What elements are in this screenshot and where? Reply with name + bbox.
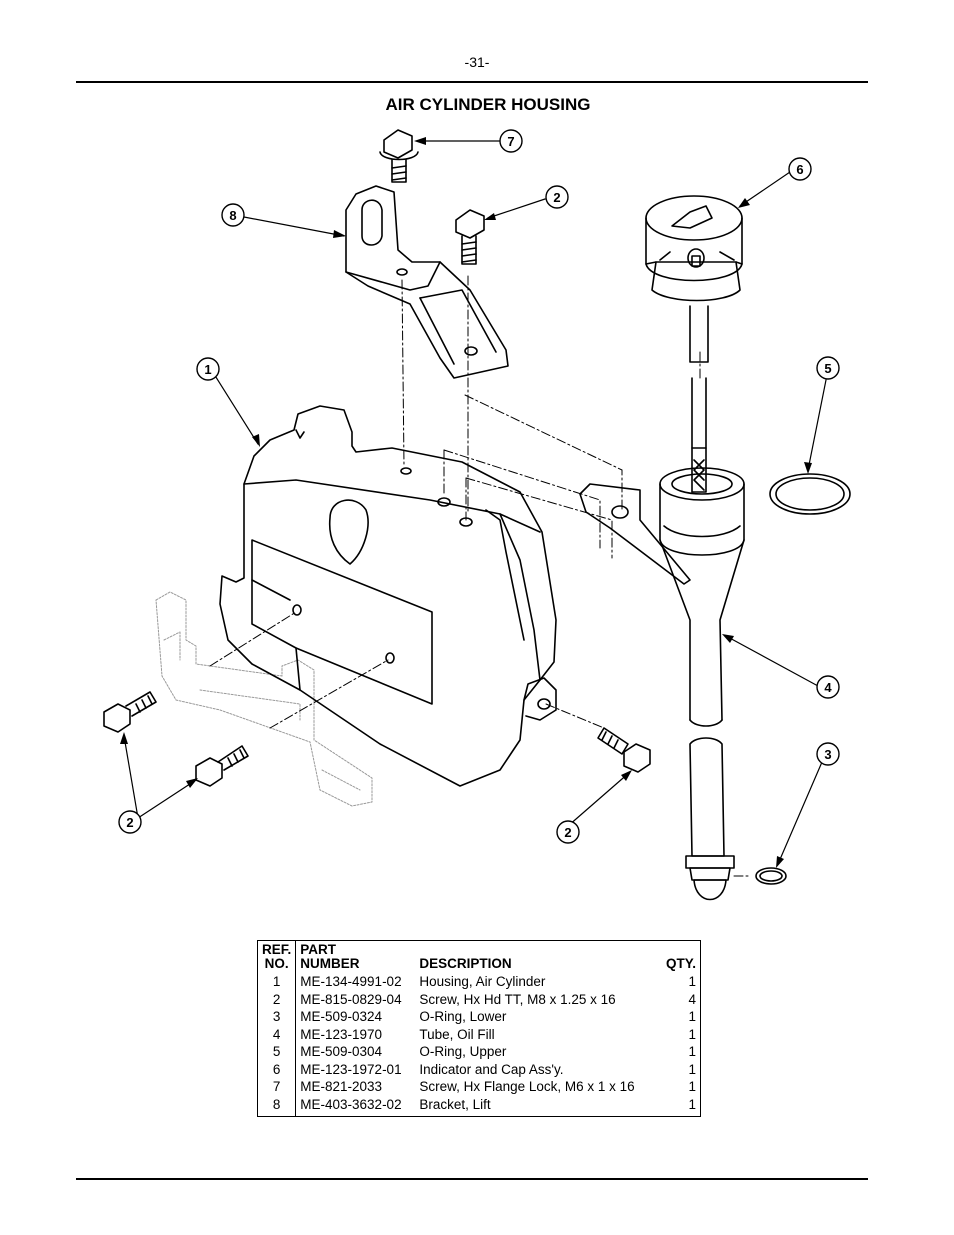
table-row: 1 ME-134-4991-02 Housing, Air Cylinder 1: [257, 973, 701, 991]
callout-4: 4: [816, 675, 840, 699]
ghost-frame: [155, 591, 373, 807]
part-number-cell: ME-815-0829-04: [300, 991, 402, 1007]
svg-text:8: 8: [229, 208, 236, 223]
table-row: 6 ME-123-1972-01 Indicator and Cap Ass'y…: [257, 1060, 701, 1078]
part-2-screw-left-upper: [103, 691, 157, 733]
svg-text:2: 2: [553, 190, 560, 205]
part-number-cell: ME-123-1970: [300, 1026, 383, 1042]
part-2-screw-right: [597, 727, 651, 773]
part-number-cell: ME-509-0324: [300, 1009, 383, 1024]
table-row: 5 ME-509-0304 O-Ring, Upper 1: [257, 1043, 701, 1061]
ref-cell: 3: [257, 1008, 297, 1026]
table-row: 4 ME-123-1970 Tube, Oil Fill 1: [257, 1025, 701, 1043]
ref-cell: 8: [257, 1095, 297, 1117]
assembly-lines: [209, 275, 751, 877]
description-cell: Bracket, Lift: [419, 1096, 491, 1112]
part-2-screw-left-lower: [195, 745, 249, 787]
page-title: AIR CYLINDER HOUSING: [385, 95, 591, 114]
description-cell: Housing, Air Cylinder: [419, 974, 546, 989]
table-row: 8 ME-403-3632-02 Bracket, Lift 1: [257, 1095, 701, 1117]
dipstick: [691, 377, 707, 493]
qty-cell: 1: [688, 1079, 696, 1094]
callout-3: 3: [816, 742, 840, 766]
qty-cell: 1: [688, 1009, 696, 1024]
part-1-housing: [219, 405, 557, 787]
part-number-cell: ME-123-1972-01: [300, 1061, 402, 1077]
part-number-cell: ME-403-3632-02: [300, 1096, 402, 1112]
callouts: 7 6 2 8 1 5 4 2 3 2: [118, 129, 840, 844]
callout-6: 6: [788, 157, 812, 181]
part-number-cell: ME-134-4991-02: [300, 974, 402, 989]
arrow-heads: [120, 137, 812, 868]
header-qty: QTY.: [665, 956, 696, 971]
description-cell: O-Ring, Upper: [419, 1044, 507, 1059]
svg-text:5: 5: [824, 361, 831, 376]
part-3-lower-o-ring: [755, 867, 787, 885]
qty-cell: 1: [688, 974, 696, 989]
description-cell: Screw, Hx Hd TT, M8 x 1.25 x 16: [419, 991, 616, 1007]
callout-8: 8: [221, 203, 245, 227]
qty-cell: 1: [688, 1096, 696, 1112]
svg-text:7: 7: [507, 134, 514, 149]
callout-2-top: 2: [545, 185, 569, 209]
description-cell: O-Ring, Lower: [419, 1009, 507, 1024]
qty-cell: 1: [688, 1061, 696, 1077]
qty-cell: 1: [688, 1026, 696, 1042]
table-row: 7 ME-821-2033 Screw, Hx Flange Lock, M6 …: [257, 1078, 701, 1096]
description-cell: Screw, Hx Flange Lock, M6 x 1 x 16: [419, 1079, 635, 1094]
callout-2-left: 2: [118, 810, 142, 834]
description-cell: Tube, Oil Fill: [419, 1026, 495, 1042]
part-number-cell: ME-509-0304: [300, 1044, 383, 1059]
part-8-lift-bracket: [345, 185, 509, 379]
svg-text:4: 4: [824, 680, 832, 695]
part-5-upper-o-ring: [769, 473, 851, 515]
description-cell: Indicator and Cap Ass'y.: [419, 1061, 564, 1077]
svg-text:6: 6: [796, 162, 803, 177]
ref-cell: 1: [257, 973, 297, 991]
callout-5: 5: [816, 356, 840, 380]
exploded-parts-diagram: 7 6 2 8 1 5 4 2 3 2: [103, 129, 851, 901]
ref-cell: 6: [257, 1060, 297, 1078]
callout-1: 1: [196, 357, 220, 381]
qty-cell: 1: [688, 1044, 696, 1059]
header-ref-no: REF.NO.: [257, 940, 297, 973]
part-7-flange-screw: [379, 129, 419, 183]
svg-text:2: 2: [564, 825, 571, 840]
page-number: -31-: [464, 54, 490, 70]
callout-2-right: 2: [556, 820, 580, 844]
svg-text:2: 2: [126, 815, 133, 830]
ref-cell: 5: [257, 1043, 297, 1061]
qty-cell: 4: [688, 991, 696, 1007]
svg-text:1: 1: [204, 362, 211, 377]
part-2-screw-bracket: [455, 209, 485, 265]
table-row: 2 ME-815-0829-04 Screw, Hx Hd TT, M8 x 1…: [257, 990, 701, 1008]
ref-cell: 4: [257, 1025, 297, 1043]
ref-cell: 7: [257, 1078, 297, 1096]
part-number-cell: ME-821-2033: [300, 1079, 383, 1094]
ref-cell: 2: [257, 990, 297, 1008]
svg-text:3: 3: [824, 747, 831, 762]
part-6-indicator-cap: [645, 195, 743, 363]
header-rule: [76, 81, 868, 83]
table-row: 3 ME-509-0324 O-Ring, Lower 1: [257, 1008, 701, 1026]
footer-rule: [76, 1178, 868, 1180]
leader-lines: [123, 140, 827, 865]
header-description: DESCRIPTION: [419, 956, 512, 971]
callout-7: 7: [499, 129, 523, 153]
part-4-oil-fill-tube: [579, 467, 745, 901]
